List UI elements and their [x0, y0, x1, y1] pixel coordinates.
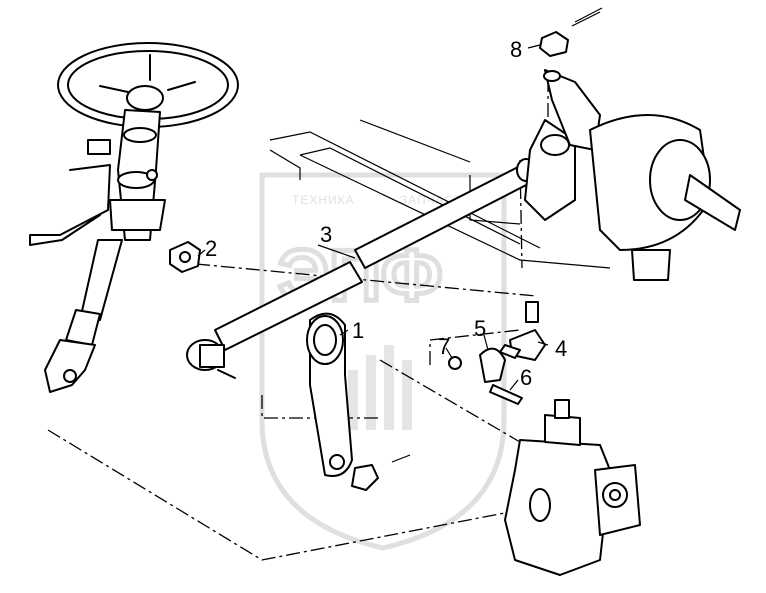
- callout-7: 7: [438, 334, 450, 359]
- tie-rod-end-assembly: [448, 301, 546, 405]
- steering-column: [29, 109, 166, 246]
- steering-gear-box: [504, 399, 641, 576]
- callout-8: 8: [510, 37, 522, 62]
- callout-labels: 1 2 3 4 5 6 7 8: [205, 37, 567, 390]
- callout-3: 3: [320, 222, 332, 247]
- pitman-arm: [306, 312, 353, 477]
- intermediate-shaft: [44, 239, 123, 393]
- steering-wheel: [57, 42, 239, 128]
- callout-1: 1: [352, 318, 364, 343]
- leader-lines: [197, 44, 549, 391]
- castle-nut-lower: [351, 454, 411, 491]
- callout-6: 6: [520, 365, 532, 390]
- callout-5: 5: [474, 316, 486, 341]
- callout-2: 2: [205, 236, 217, 261]
- castle-nut-8: [539, 7, 603, 82]
- watermark-top-text: ТЕХНИКА: [292, 193, 355, 207]
- left-tie-rod-end: [186, 339, 236, 379]
- watermark-emblem: [348, 345, 412, 430]
- callout-4: 4: [555, 336, 567, 361]
- steering-knuckle: [524, 69, 741, 281]
- nut-2: [169, 241, 201, 273]
- tie-rod: [214, 158, 536, 351]
